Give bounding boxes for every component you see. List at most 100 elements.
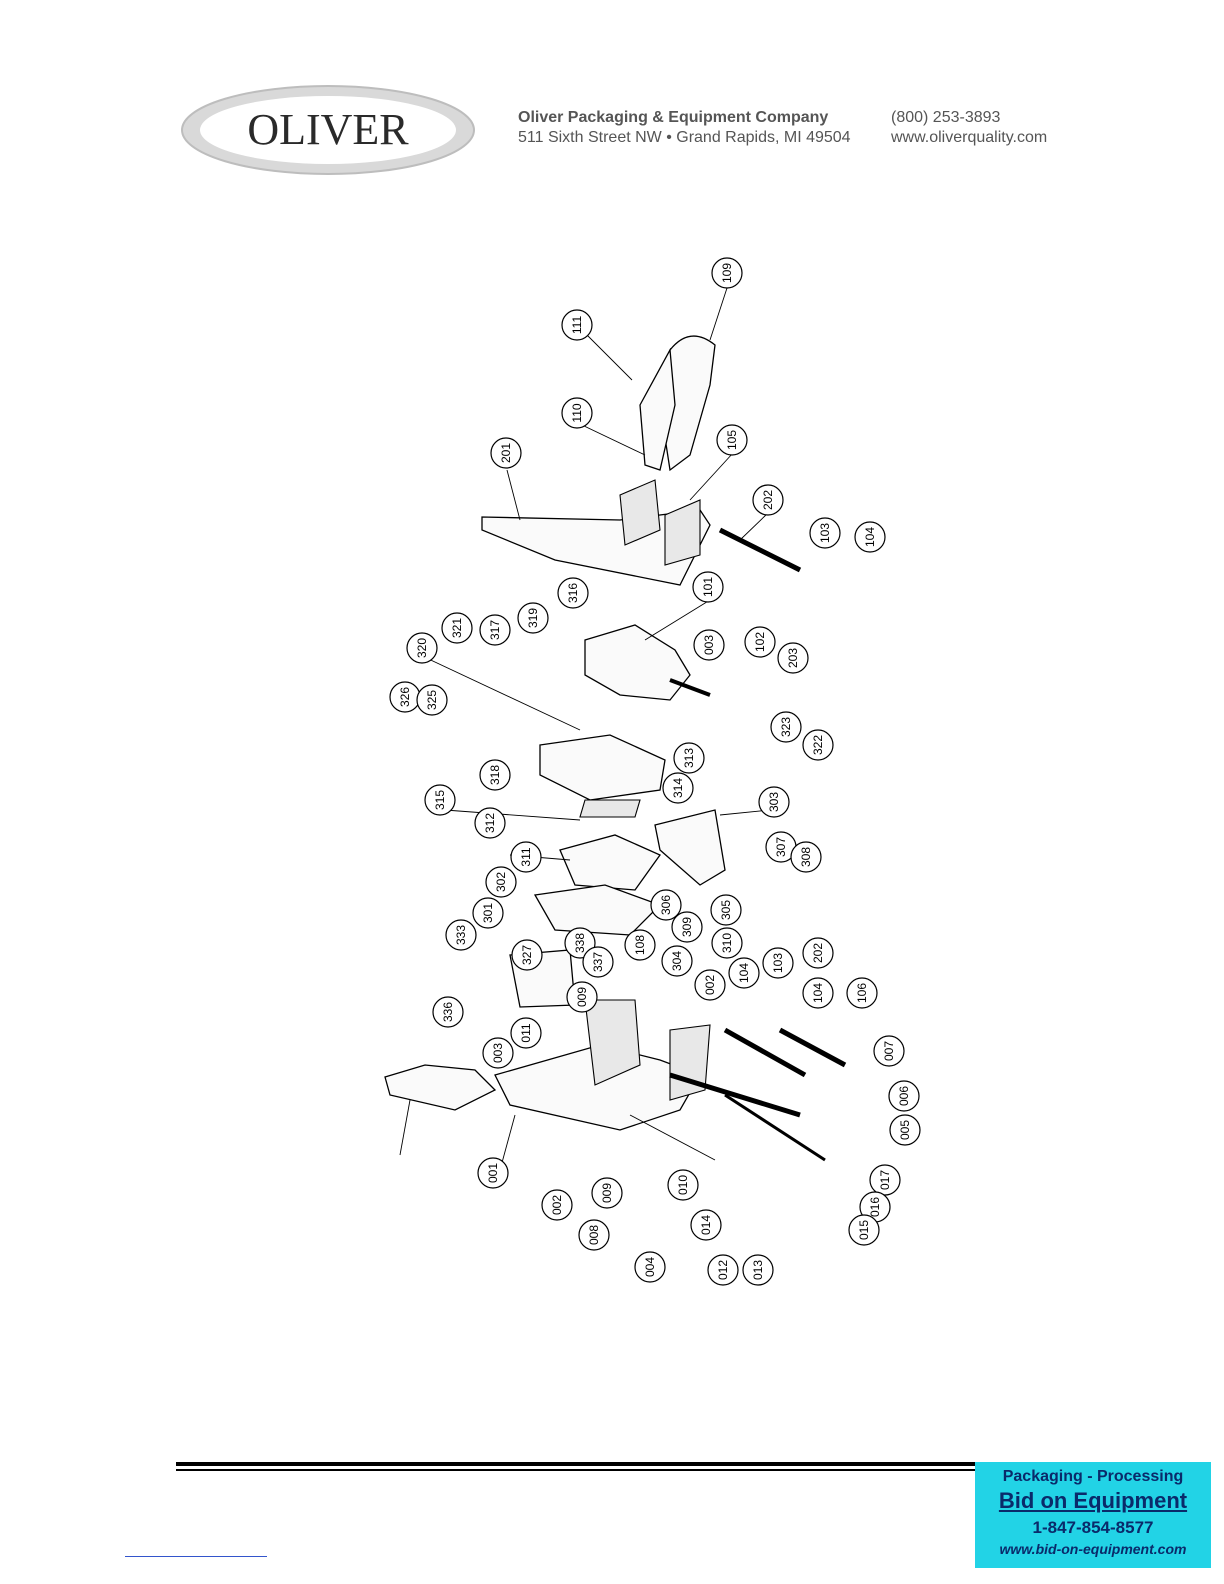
callout-002: 002 [694, 969, 726, 1001]
callout-001: 001 [477, 1157, 509, 1189]
callout-110: 110 [561, 397, 593, 429]
page-header: OLIVER Oliver Packaging & Equipment Comp… [0, 0, 1224, 200]
callout-309: 309 [671, 911, 703, 943]
oliver-logo: OLIVER [181, 85, 475, 175]
callout-336: 336 [432, 996, 464, 1028]
callout-label: 333 [454, 925, 468, 945]
callout-label: 318 [488, 765, 502, 785]
callout-label: 013 [751, 1260, 765, 1280]
callout-103: 103 [762, 947, 794, 979]
callout-103: 103 [809, 517, 841, 549]
callout-202: 202 [752, 484, 784, 516]
callout-319: 319 [517, 602, 549, 634]
callout-label: 319 [526, 608, 540, 628]
callout-013: 013 [742, 1254, 774, 1286]
company-website[interactable]: www.oliverquality.com [891, 129, 1048, 146]
callout-label: 009 [575, 987, 589, 1007]
callout-label: 104 [863, 527, 877, 547]
callout-label: 014 [699, 1215, 713, 1235]
callout-311: 311 [510, 841, 542, 873]
callout-102: 102 [744, 626, 776, 658]
callout-333: 333 [445, 919, 477, 951]
callout-312: 312 [474, 807, 506, 839]
callout-label: 008 [587, 1225, 601, 1245]
callout-317: 317 [479, 614, 511, 646]
company-info: Oliver Packaging & Equipment Company 511… [518, 108, 851, 148]
callout-104: 104 [854, 521, 886, 553]
callout-label: 103 [818, 523, 832, 543]
banner-website[interactable]: www.bid-on-equipment.com [999, 1541, 1187, 1557]
callout-label: 016 [868, 1197, 882, 1217]
callout-011: 011 [510, 1017, 542, 1049]
company-address: 511 Sixth Street NW • Grand Rapids, MI 4… [518, 129, 851, 146]
callout-label: 202 [811, 943, 825, 963]
callout-label: 316 [566, 583, 580, 603]
callout-106: 106 [846, 977, 878, 1009]
callout-label: 301 [481, 903, 495, 923]
callout-label: 006 [897, 1086, 911, 1106]
callout-321: 321 [441, 612, 473, 644]
callout-label: 314 [671, 778, 685, 798]
callout-label: 327 [520, 945, 534, 965]
callout-015: 015 [848, 1214, 880, 1246]
callout-014: 014 [690, 1209, 722, 1241]
callout-label: 308 [799, 847, 813, 867]
svg-text:OLIVER: OLIVER [247, 105, 409, 154]
callout-002: 002 [541, 1189, 573, 1221]
callout-label: 303 [767, 792, 781, 812]
callout-label: 203 [786, 648, 800, 668]
callout-302: 302 [485, 866, 517, 898]
callout-label: 104 [737, 963, 751, 983]
callout-label: 004 [643, 1257, 657, 1277]
callout-108: 108 [624, 929, 656, 961]
callout-109: 109 [711, 257, 743, 289]
footer-link-underline[interactable] [125, 1556, 267, 1557]
callout-label: 338 [573, 933, 587, 953]
bid-on-equipment-banner[interactable]: Packaging - Processing Bid on Equipment … [975, 1462, 1211, 1568]
callout-007: 007 [873, 1035, 905, 1067]
callout-label: 003 [491, 1043, 505, 1063]
callout-label: 311 [519, 847, 533, 866]
callout-203: 203 [777, 642, 809, 674]
callout-313: 313 [673, 742, 705, 774]
callout-label: 317 [488, 620, 502, 640]
callout-315: 315 [424, 784, 456, 816]
callout-label: 310 [720, 933, 734, 953]
callout-label: 201 [499, 443, 513, 463]
callout-017: 017 [869, 1164, 901, 1196]
callout-label: 202 [761, 490, 775, 510]
callout-006: 006 [888, 1080, 920, 1112]
callout-308: 308 [790, 841, 822, 873]
callout-label: 326 [398, 687, 412, 707]
callout-label: 325 [425, 690, 439, 710]
callout-201: 201 [490, 437, 522, 469]
callout-label: 108 [633, 935, 647, 955]
callout-label: 012 [716, 1260, 730, 1280]
callout-label: 336 [441, 1002, 455, 1022]
callout-005: 005 [889, 1114, 921, 1146]
callout-305: 305 [710, 894, 742, 926]
callout-318: 318 [479, 759, 511, 791]
callout-010: 010 [667, 1169, 699, 1201]
callout-label: 307 [774, 837, 788, 857]
callout-323: 323 [770, 711, 802, 743]
callout-label: 111 [570, 316, 584, 335]
callout-label: 106 [855, 983, 869, 1003]
callout-label: 304 [670, 951, 684, 971]
callout-111: 111 [561, 309, 593, 341]
callout-label: 002 [703, 975, 717, 995]
callout-label: 323 [779, 717, 793, 737]
callout-008: 008 [578, 1219, 610, 1251]
callout-322: 322 [802, 729, 834, 761]
contact-info: (800) 253-3893 www.oliverquality.com [891, 108, 1047, 148]
callout-012: 012 [707, 1254, 739, 1286]
callout-label: 010 [676, 1175, 690, 1195]
callout-003: 003 [693, 629, 725, 661]
callout-104: 104 [728, 957, 760, 989]
callout-label: 105 [725, 430, 739, 450]
banner-line-2[interactable]: Bid on Equipment [998, 1488, 1188, 1513]
callout-label: 002 [550, 1195, 564, 1215]
footer-rule-thin [176, 1469, 976, 1471]
callout-label: 110 [570, 403, 584, 422]
callout-label: 009 [600, 1183, 614, 1203]
